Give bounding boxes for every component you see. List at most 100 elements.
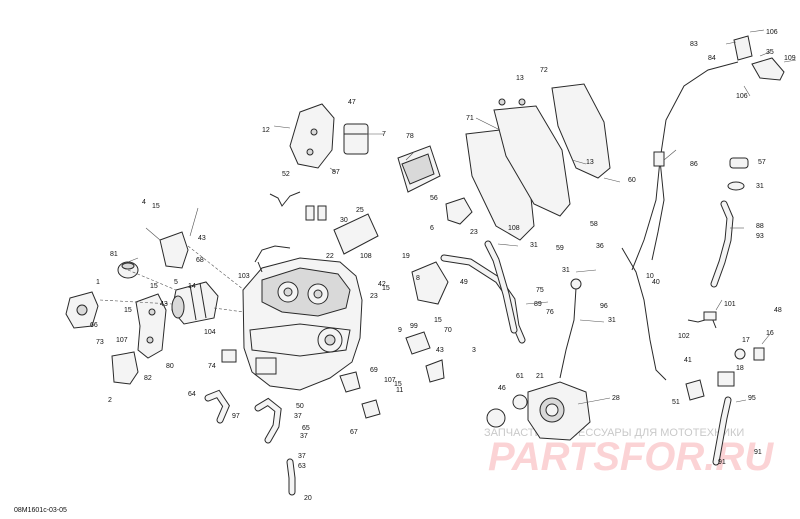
cable-adjuster [653, 151, 665, 167]
callout: 49 [460, 279, 468, 286]
callout: 22 [326, 253, 334, 260]
oil-line-76 [559, 287, 577, 379]
part-16 [753, 347, 765, 361]
callout: 67 [350, 429, 358, 436]
callout: 93 [756, 233, 764, 240]
callout: 68 [196, 257, 204, 264]
callout: 15 [434, 317, 442, 324]
callout: 23 [370, 293, 378, 300]
callout: 30 [340, 217, 348, 224]
callout: 61 [516, 373, 524, 380]
callout: 35 [766, 49, 774, 56]
support-bracket-87 [289, 103, 335, 169]
callout: 84 [708, 55, 716, 62]
cable-86b [651, 159, 665, 261]
hose-89 [484, 240, 518, 334]
callout: 99 [410, 323, 418, 330]
callout: 15 [150, 283, 158, 290]
callout: 107 [116, 337, 128, 344]
callout: 91 [754, 449, 762, 456]
mount-82 [111, 351, 139, 385]
callout: 106 [766, 29, 778, 36]
part-57 [729, 157, 749, 169]
callout: 52 [282, 171, 290, 178]
intake-bracket-25 [333, 213, 379, 255]
callout: 43 [198, 235, 206, 242]
callout: 69 [370, 367, 378, 374]
callout: 75 [536, 287, 544, 294]
part-3 [425, 359, 445, 383]
callout: 15 [382, 285, 390, 292]
hose-88 [710, 200, 734, 288]
clamp-31 [727, 181, 745, 191]
callout: 101 [724, 301, 736, 308]
callout: 28 [612, 395, 620, 402]
callout: 109 [784, 55, 796, 62]
callout: 15 [394, 381, 402, 388]
callout: 58 [590, 221, 598, 228]
callout: 95 [748, 395, 756, 402]
callout: 103 [238, 273, 250, 280]
callout: 3 [472, 347, 476, 354]
callout: 71 [466, 115, 474, 122]
callout: 14 [188, 283, 196, 290]
callout: 41 [684, 357, 692, 364]
callout: 16 [766, 330, 774, 337]
callout: 37 [300, 433, 308, 440]
callout: 76 [546, 309, 554, 316]
callout: 78 [406, 133, 414, 140]
clamp-46b [512, 394, 528, 410]
airbox-panels [465, 83, 611, 241]
callout: 51 [672, 399, 680, 406]
throttle-body [527, 381, 591, 441]
callout: 87 [332, 169, 340, 176]
fitting-75 [570, 278, 582, 290]
callout: 13 [586, 159, 594, 166]
callout: 91 [718, 459, 726, 466]
callout: 56 [430, 195, 438, 202]
part-17 [734, 348, 746, 360]
sensor-56 [445, 197, 473, 225]
starter-motor [171, 281, 219, 325]
part-67 [361, 399, 381, 419]
callout: 31 [608, 317, 616, 324]
callout: 57 [758, 159, 766, 166]
callout: 60 [628, 177, 636, 184]
callout: 46 [498, 385, 506, 392]
engine-block [242, 245, 363, 391]
callout: 83 [690, 41, 698, 48]
part-51 [685, 379, 705, 401]
callout: 64 [188, 391, 196, 398]
callout: 13 [516, 75, 524, 82]
hose-96 [621, 247, 667, 381]
watermark-brand: PARTSFOR.RU [488, 435, 774, 479]
callout: 63 [298, 463, 306, 470]
hose-64 [204, 389, 230, 424]
callout: 23 [470, 229, 478, 236]
spark-plug-30 [317, 205, 327, 221]
part-101 [703, 311, 717, 321]
callout: 50 [296, 403, 304, 410]
callout: 7 [382, 131, 386, 138]
part-74 [221, 349, 237, 363]
callout: 106 [736, 93, 748, 100]
callout: 108 [508, 225, 520, 232]
callout: 31 [756, 183, 764, 190]
callout: 4 [142, 199, 146, 206]
callout: 43 [160, 301, 168, 308]
part-70 [405, 331, 431, 355]
callout: 17 [742, 337, 750, 344]
clamp-46 [486, 408, 506, 428]
callout: 59 [556, 245, 564, 252]
callout: 89 [534, 301, 542, 308]
hose-63 [286, 458, 296, 496]
callout: 108 [360, 253, 372, 260]
callout: 25 [356, 207, 364, 214]
callout: 10 [646, 273, 654, 280]
callout: 1 [96, 279, 100, 286]
callout: 107 [384, 377, 396, 384]
callout: 6 [430, 225, 434, 232]
callout: 102 [678, 333, 690, 340]
callout: 40 [652, 279, 660, 286]
callout: 48 [774, 307, 782, 314]
